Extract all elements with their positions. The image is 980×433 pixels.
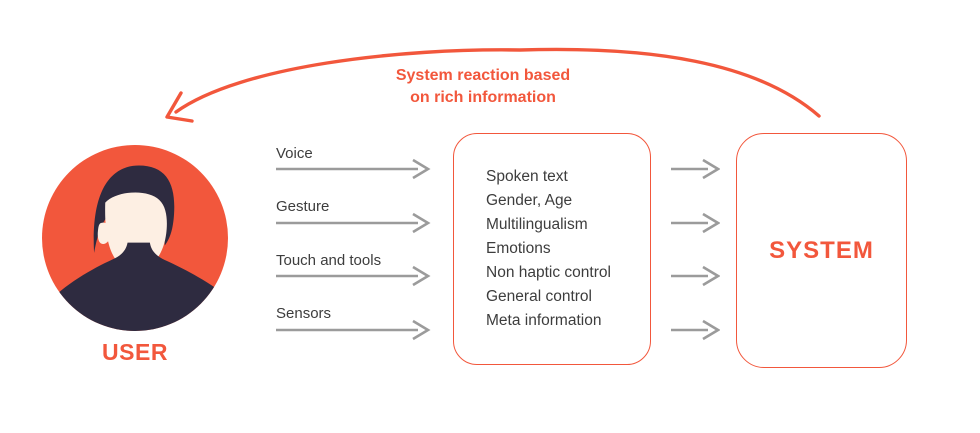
- input-label-gesture: Gesture: [276, 198, 330, 215]
- input-label-sensors: Sensors: [276, 305, 332, 322]
- arrow-right-icon: [671, 319, 720, 341]
- feedback-label-line1: System reaction based: [395, 67, 571, 84]
- arrow-right-icon: [671, 212, 720, 234]
- arrow-right-icon: [276, 265, 431, 287]
- feedback-label-line2: on rich information: [410, 89, 556, 106]
- person-icon: [42, 145, 228, 331]
- processing-item: General control: [486, 288, 592, 305]
- processing-box: Spoken text Gender, Age Multilingualism …: [453, 133, 651, 365]
- arrow-right-icon: [671, 265, 720, 287]
- arrow-right-icon: [671, 158, 720, 180]
- feedback-label: System reaction based on rich informatio…: [333, 65, 633, 109]
- arrow-right-icon: [276, 158, 431, 180]
- system-label: SYSTEM: [769, 236, 874, 264]
- processing-item: Spoken text: [486, 168, 568, 185]
- arrow-right-icon: [276, 212, 431, 234]
- processing-item: Non haptic control: [486, 264, 611, 281]
- processing-item: Emotions: [486, 240, 551, 257]
- input-label-touch-and-tools: Touch and tools: [276, 252, 382, 269]
- processing-item: Gender, Age: [486, 192, 573, 209]
- arrow-right-icon: [276, 319, 431, 341]
- processing-item: Multilingualism: [486, 216, 588, 233]
- user-avatar: [42, 145, 228, 331]
- system-box: SYSTEM: [736, 133, 907, 368]
- input-label-voice: Voice: [276, 145, 313, 162]
- user-label: USER: [102, 339, 168, 365]
- processing-item: Meta information: [486, 312, 602, 329]
